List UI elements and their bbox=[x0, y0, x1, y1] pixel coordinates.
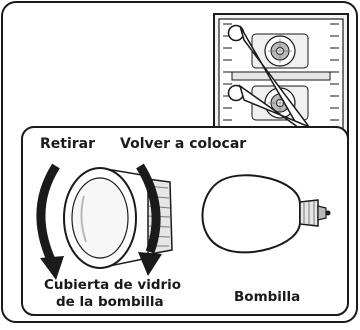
oven-interior-illustration bbox=[213, 13, 349, 143]
glass-cover-label-line1: Cubierta de vidrio bbox=[44, 277, 181, 293]
light-bulb-illustration bbox=[201, 174, 331, 254]
remove-label: Retirar bbox=[40, 136, 95, 152]
replace-label: Volver a colocar bbox=[120, 136, 246, 152]
glass-lamp-cover-illustration bbox=[63, 167, 173, 269]
remove-arrow-icon bbox=[36, 163, 64, 280]
bulb-label: Bombilla bbox=[234, 289, 300, 305]
glass-cover-label-line2: de la bombilla bbox=[56, 294, 164, 310]
replace-arrow-icon bbox=[136, 163, 162, 276]
